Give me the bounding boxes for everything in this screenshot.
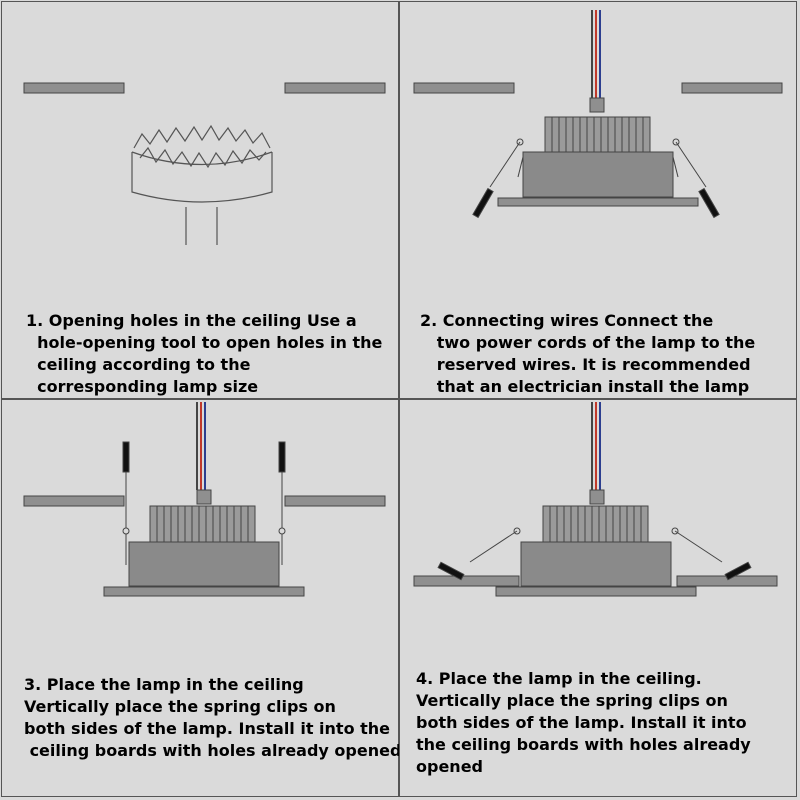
step-3-caption: 3. Place the lamp in the ceiling Vertica… (24, 675, 402, 760)
lamp-trim (495, 586, 697, 597)
connector-block (196, 489, 212, 505)
lamp-trim (103, 586, 305, 597)
ceiling-board-right (681, 82, 783, 94)
heatsink-fins (149, 505, 256, 543)
heatsink-fins (544, 116, 651, 153)
connector-block (589, 97, 605, 113)
step-1-panel: 1. Opening holes in the ceiling Use a ho… (1, 1, 399, 399)
ceiling-board-left (413, 82, 515, 94)
step-4-caption: 4. Place the lamp in the ceiling. Vertic… (416, 669, 751, 776)
spring-clip-left (472, 138, 524, 219)
spring-clip-right (278, 441, 286, 565)
spring-clip-left (437, 527, 521, 581)
step-3-panel: 3. Place the lamp in the ceiling Vertica… (1, 399, 402, 797)
step-4-panel: 4. Place the lamp in the ceiling. Vertic… (399, 399, 797, 797)
step-2-panel: 2. Connecting wires Connect the two powe… (399, 1, 797, 399)
ceiling-board-right (284, 495, 386, 507)
ceiling-board-left (413, 575, 520, 587)
connector-block (589, 489, 605, 505)
spring-clip-right (671, 527, 752, 581)
step-2-caption: 2. Connecting wires Connect the two powe… (420, 311, 756, 396)
ceiling-board-left (23, 82, 125, 94)
ceiling-board-right (284, 82, 386, 94)
ceiling-board-left (23, 495, 125, 507)
lamp-trim (497, 197, 699, 207)
spring-clip-left (122, 441, 130, 565)
hole-saw-icon (131, 124, 273, 245)
lamp-body (128, 541, 280, 587)
power-wires (591, 402, 601, 490)
lamp-body (522, 151, 674, 198)
step-2-drawing (413, 10, 783, 219)
step-4-drawing (413, 402, 778, 597)
lamp-body (520, 541, 672, 587)
heatsink-fins (542, 505, 649, 543)
step-3-drawing (23, 402, 386, 597)
step-1-caption: 1. Opening holes in the ceiling Use a ho… (26, 311, 383, 396)
power-wires (591, 10, 601, 98)
spring-clip-right (672, 138, 720, 219)
power-wires (196, 402, 206, 490)
step-1-drawing (23, 82, 386, 245)
